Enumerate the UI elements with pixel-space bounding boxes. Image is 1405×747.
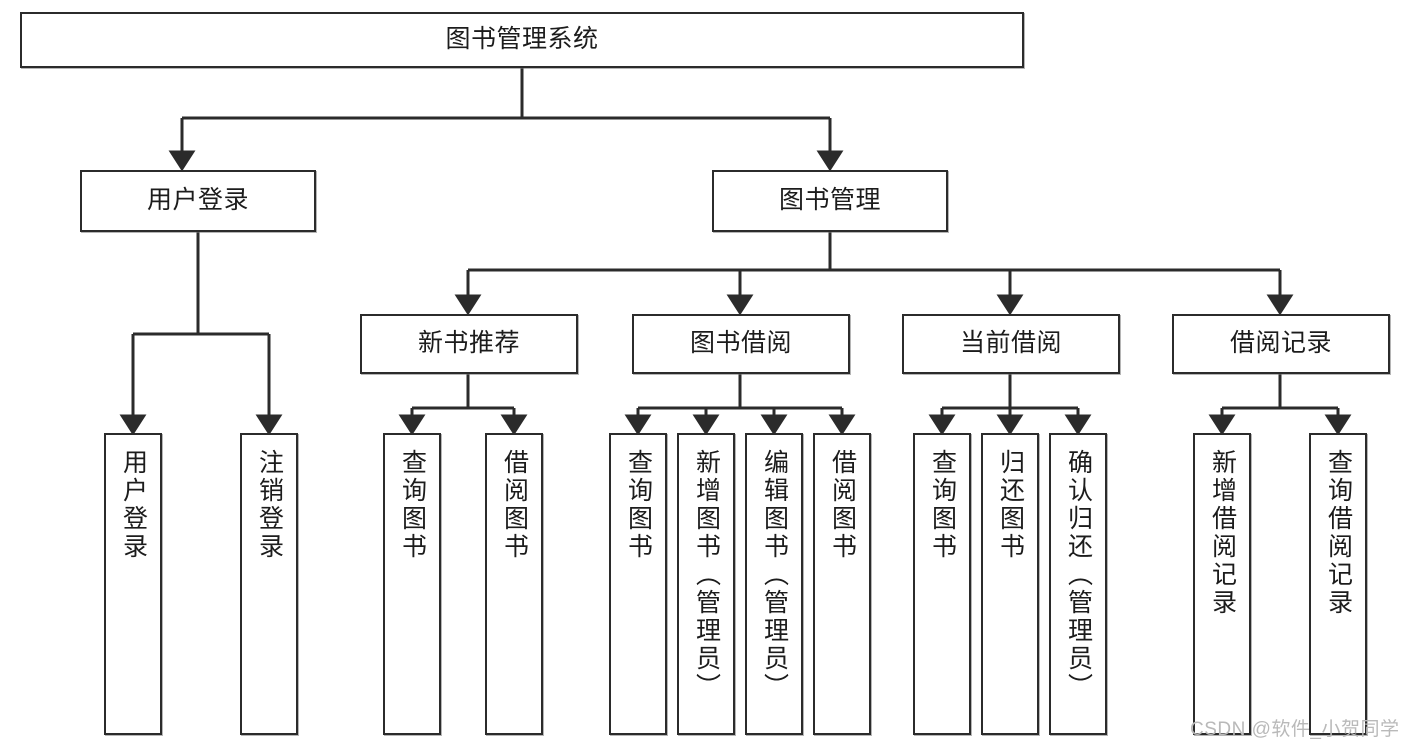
node-leaf-return-book[interactable]: 归还图书 (981, 433, 1039, 735)
node-label: 借阅图书 (500, 449, 529, 561)
node-book-borrow[interactable]: 图书借阅 (632, 314, 850, 374)
node-label: 用户登录 (119, 449, 148, 561)
node-root-book-management-system[interactable]: 图书管理系统 (20, 12, 1024, 68)
node-current-borrow[interactable]: 当前借阅 (902, 314, 1120, 374)
node-leaf-logout[interactable]: 注销登录 (240, 433, 298, 735)
node-label: 用户登录 (146, 186, 249, 215)
node-label: 新增图书（管理员） (692, 449, 721, 701)
node-leaf-query-book-current[interactable]: 查询图书 (913, 433, 971, 735)
node-label: 归还图书 (996, 449, 1025, 561)
node-label: 查询图书 (624, 449, 653, 561)
node-label: 确认归还（管理员） (1064, 449, 1093, 701)
node-book-management[interactable]: 图书管理 (712, 170, 948, 232)
node-leaf-user-login[interactable]: 用户登录 (104, 433, 162, 735)
node-label: 新增借阅记录 (1208, 449, 1237, 617)
node-label: 图书管理 (778, 186, 881, 215)
node-leaf-borrow-book[interactable]: 借阅图书 (813, 433, 871, 735)
node-leaf-query-book[interactable]: 查询图书 (609, 433, 667, 735)
node-label: 借阅图书 (828, 449, 857, 561)
node-label: 当前借阅 (959, 329, 1062, 358)
node-label: 注销登录 (255, 449, 284, 561)
csdn-watermark: CSDN @软件_小贺同学 (1190, 719, 1400, 740)
node-leaf-edit-book-admin[interactable]: 编辑图书（管理员） (745, 433, 803, 735)
node-label: 图书管理系统 (445, 25, 599, 54)
node-label: 借阅记录 (1229, 329, 1332, 358)
node-label: 查询图书 (928, 449, 957, 561)
node-leaf-confirm-return-admin[interactable]: 确认归还（管理员） (1049, 433, 1107, 735)
node-leaf-borrow-book-recommend[interactable]: 借阅图书 (485, 433, 543, 735)
node-label: 查询图书 (398, 449, 427, 561)
node-leaf-add-borrow-record[interactable]: 新增借阅记录 (1193, 433, 1251, 735)
node-leaf-query-borrow-record[interactable]: 查询借阅记录 (1309, 433, 1367, 735)
node-label: 图书借阅 (689, 329, 792, 358)
node-borrow-record[interactable]: 借阅记录 (1172, 314, 1390, 374)
node-leaf-query-book-recommend[interactable]: 查询图书 (383, 433, 441, 735)
node-label: 查询借阅记录 (1324, 449, 1353, 617)
node-label: 编辑图书（管理员） (760, 449, 789, 701)
node-user-login[interactable]: 用户登录 (80, 170, 316, 232)
node-new-book-recommend[interactable]: 新书推荐 (360, 314, 578, 374)
node-leaf-add-book-admin[interactable]: 新增图书（管理员） (677, 433, 735, 735)
node-label: 新书推荐 (417, 329, 520, 358)
